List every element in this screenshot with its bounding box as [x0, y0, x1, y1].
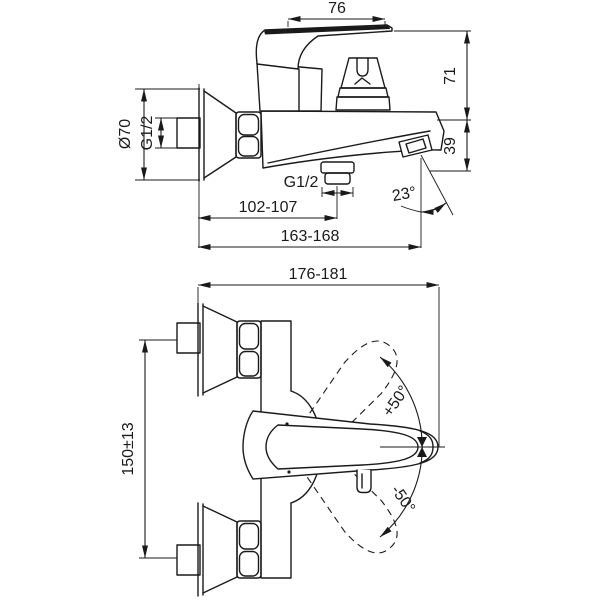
swing-arc: [379, 356, 423, 538]
handle-dot-top: [285, 422, 289, 426]
dim-label-wall-to-tip: 163-168: [281, 228, 340, 245]
hex-nut: [235, 111, 262, 159]
spout: [260, 110, 445, 169]
dim-163-168: 163-168: [198, 158, 422, 250]
diverter-tab: [356, 469, 372, 494]
side-view: 76 71 39 Ø70 G1/2: [117, 0, 471, 250]
dim-150: 150±13: [120, 339, 177, 559]
cartridge-base: [256, 62, 323, 112]
shower-outlet: [320, 161, 355, 185]
lower-stub: [176, 544, 201, 576]
dim-label-overall-width: 176-181: [289, 266, 348, 283]
dim-label-wall-to-outlet: 102-107: [239, 199, 298, 216]
handle-dot-bottom: [287, 470, 291, 474]
dim-label-height: 71: [442, 67, 459, 85]
dim-label-escutcheon-dia: Ø70: [117, 119, 134, 149]
handle-dashed-up: [302, 340, 398, 446]
dim-176-181: 176-181: [197, 266, 440, 447]
aerator-inner: [405, 138, 427, 154]
dim-g12-inlet: G1/2: [139, 116, 177, 151]
dim-76: 76: [287, 0, 386, 29]
dim-dia70: Ø70: [117, 88, 200, 181]
upper-connection: [176, 302, 262, 397]
diverter-knob: [335, 57, 391, 111]
dim-23deg: 23°: [391, 154, 454, 216]
handle-grip-face: [265, 424, 419, 470]
dim-label-drop: 39: [442, 137, 459, 155]
dim-label-handle-length: 76: [328, 0, 346, 17]
handle-lever: [255, 24, 393, 112]
dim-label-inlet-thread: G1/2: [139, 116, 156, 151]
dim-39: 39: [430, 120, 471, 172]
dim-label-center-distance: 150±13: [120, 422, 137, 475]
lower-connection: [176, 502, 262, 597]
dim-label-spout-angle: 23°: [391, 184, 418, 205]
inlet-stub: [176, 117, 201, 149]
spout-crease: [267, 130, 431, 164]
lever-blade: [264, 25, 390, 35]
upper-stub: [176, 322, 201, 354]
dim-label-outlet-thread: G1/2: [284, 174, 319, 191]
dim-102-107: 102-107: [198, 199, 337, 221]
faucet-body: [260, 110, 445, 169]
dim-71: 71: [394, 30, 471, 121]
lever-body: [255, 24, 393, 70]
dim-g12-outlet: G1/2: [284, 174, 354, 219]
